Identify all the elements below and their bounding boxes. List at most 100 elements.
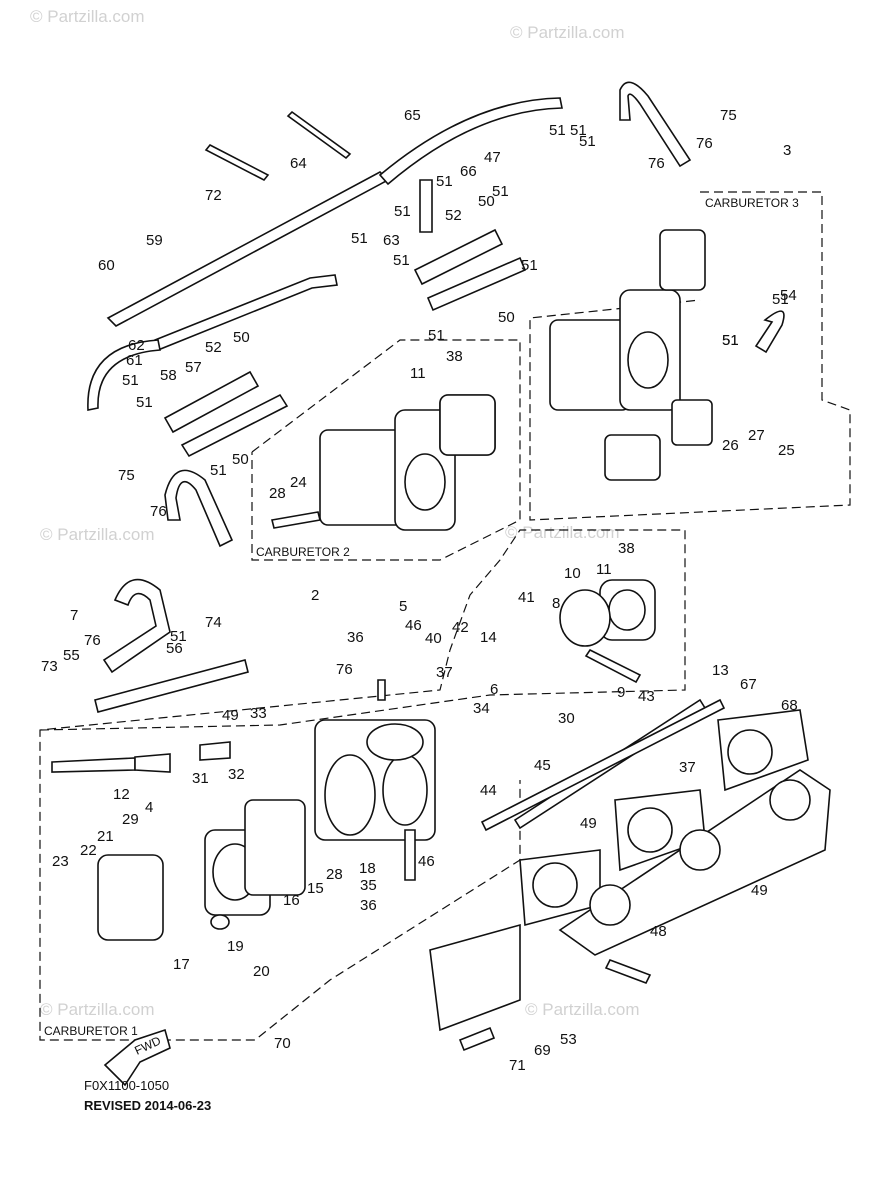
callout-62: 62 [128,337,145,354]
callout-51: 51 [722,332,739,349]
callout-55: 55 [63,647,80,664]
callout-59: 59 [146,232,163,249]
tie-72 [204,143,270,182]
revised-date: REVISED 2014-06-23 [84,1098,211,1113]
callout-31: 31 [192,770,209,787]
callout-38: 38 [618,540,635,557]
callout-8: 8 [552,595,560,612]
callout-58: 58 [160,367,177,384]
callout-75: 75 [118,467,135,484]
callout-9: 9 [617,684,625,701]
callout-11: 11 [596,561,612,578]
callout-15: 15 [307,880,324,897]
carburetor-2-boundary [251,339,521,561]
carburetor-3-body [549,229,706,481]
callout-37: 37 [436,664,453,681]
diagram-code: F0X1100-1050 [84,1078,169,1093]
callout-26: 26 [722,437,739,454]
group-boundaries [39,191,851,1041]
callout-40: 40 [425,630,442,647]
callout-36: 36 [347,629,364,646]
callout-13: 13 [712,662,729,679]
callout-16: 16 [283,892,300,909]
callout-17: 17 [173,956,190,973]
callout-50: 50 [233,329,250,346]
callout-51: 51 [521,257,538,274]
watermark-layer: © Partzilla.com © Partzilla.com © Partzi… [30,7,640,1019]
callout-51: 51 [492,183,509,200]
callout-68: 68 [781,697,798,714]
callout-51: 51 [393,252,410,269]
callout-34: 34 [473,700,490,717]
callout-63: 63 [383,232,400,249]
callout-51: 51 [136,394,153,411]
manifold-parts [429,709,831,1052]
callout-25: 25 [778,442,795,459]
hose-52-mid [413,228,504,286]
callout-76: 76 [696,135,713,152]
callout-51: 51 [570,122,587,139]
callout-43: 43 [638,688,655,705]
watermark: © Partzilla.com [40,1000,155,1019]
callout-46: 46 [418,853,435,870]
callout-4: 4 [145,799,153,816]
callout-52: 52 [445,207,462,224]
callout-71: 71 [509,1057,526,1074]
callout-76: 76 [336,661,353,678]
fwd-arrow: FWD [103,1028,171,1087]
diaphragm-parts [439,394,713,647]
callout-76: 76 [150,503,167,520]
callout-51: 51 [351,230,368,247]
callout-38: 38 [446,348,463,365]
callout-36: 36 [360,897,377,914]
callout-61: 61 [126,352,143,369]
callout-76: 76 [648,155,665,172]
callout-50: 50 [232,451,249,468]
callout-6: 6 [490,681,498,698]
callout-49: 49 [222,707,239,724]
callout-51: 51 [122,372,139,389]
callout-19: 19 [227,938,244,955]
callout-7: 7 [70,607,78,624]
group-labels: CARBURETOR 3 CARBURETOR 2 CARBURETOR 1 [44,196,799,1038]
callout-24: 24 [290,474,307,491]
footer: F0X1100-1050 REVISED 2014-06-23 [84,1078,211,1113]
callout-33: 33 [250,705,267,722]
carburetor-1-boundary [39,529,686,1041]
callout-69: 69 [534,1042,551,1059]
callout-51: 51 [722,332,739,349]
hose-50-mid [426,256,527,312]
callout-51: 51 [210,462,227,479]
tie-64 [286,110,352,160]
hose-50-left [180,393,289,458]
hose-upper [378,97,563,186]
callout-53: 53 [560,1031,577,1048]
watermark: © Partzilla.com [505,523,620,542]
callout-51: 51 [394,203,411,220]
callout-51: 51 [170,628,187,645]
callout-66: 66 [460,163,477,180]
callout-2: 2 [311,587,319,604]
watermark: © Partzilla.com [510,23,625,42]
group-label-carburetor-1: CARBURETOR 1 [44,1024,138,1038]
callout-22: 22 [80,842,97,859]
callout-45: 45 [534,757,551,774]
callout-49: 49 [580,815,597,832]
callout-28: 28 [269,485,286,502]
callout-35: 35 [360,877,377,894]
callout-32: 32 [228,766,245,783]
callout-29: 29 [122,811,139,828]
watermark: © Partzilla.com [40,525,155,544]
callout-50: 50 [478,193,495,210]
hose-63 [419,179,433,233]
callout-51: 51 [772,291,789,308]
hose-75-top [619,81,692,168]
callout-18: 18 [359,860,376,877]
callout-3: 3 [783,142,791,159]
callout-70: 70 [274,1035,291,1052]
callout-5: 5 [399,598,407,615]
group-label-carburetor-3: CARBURETOR 3 [705,196,799,210]
callout-56: 56 [166,640,183,657]
